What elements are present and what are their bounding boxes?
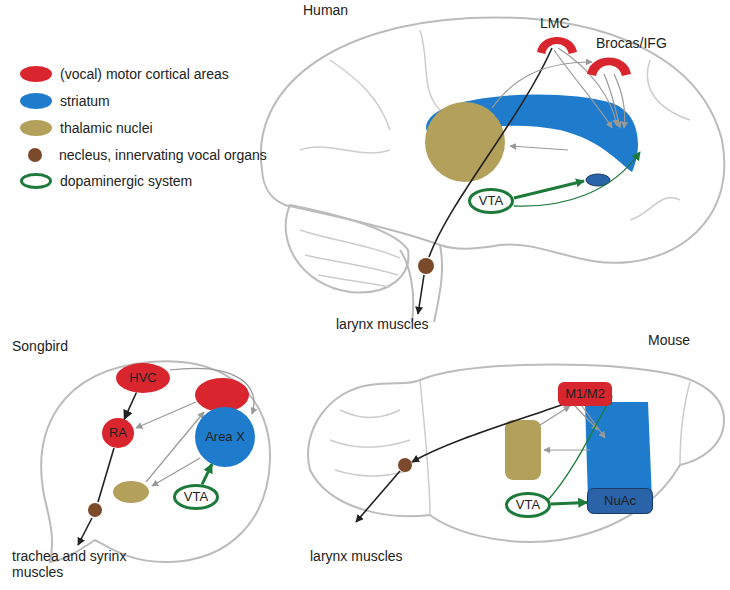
legend-swatch xyxy=(20,93,52,109)
node-label: RA xyxy=(109,426,127,440)
node-ellipse xyxy=(116,363,170,393)
node-ellipse xyxy=(102,418,134,448)
projection-arrow xyxy=(136,402,196,428)
dopamine-projection xyxy=(548,396,612,500)
node-label: LMC xyxy=(540,16,570,30)
node-label: HVC xyxy=(129,371,156,385)
striatal-nucleus: NuAc xyxy=(587,488,653,514)
node-ellipse xyxy=(507,494,550,517)
node-ellipse xyxy=(195,407,255,467)
legend-item: dopaminergic system xyxy=(20,173,192,189)
dopaminergic-nucleus: VTA xyxy=(173,484,219,510)
projection-arrow xyxy=(575,406,598,430)
dopaminergic-nucleus: VTA xyxy=(468,188,514,214)
target-label: larynx muscles xyxy=(310,548,430,564)
motor-projection xyxy=(356,471,400,522)
node-label: Area X xyxy=(205,430,245,444)
legend-label: dopaminergic system xyxy=(60,173,192,189)
legend-label: necleus, innervating vocal organs xyxy=(59,147,267,163)
legend-swatch xyxy=(28,148,42,162)
striatum xyxy=(585,402,652,500)
node-shape xyxy=(536,32,578,54)
thalamus xyxy=(505,420,541,480)
brain-division xyxy=(420,380,690,515)
legend-swatch xyxy=(20,66,52,82)
dopaminergic-nucleus: VTA xyxy=(505,492,551,518)
node-rect xyxy=(558,382,612,406)
node-label: VTA xyxy=(479,194,503,208)
motor-projection xyxy=(418,275,424,314)
cortical-crescent xyxy=(587,58,631,77)
cortical-area: Brocas/IFG xyxy=(586,52,632,76)
node-ellipse xyxy=(470,190,513,213)
legend-item: striatum xyxy=(20,93,110,109)
projection-arrow xyxy=(540,406,570,425)
connector-arrow xyxy=(551,502,587,504)
dopamine-projection xyxy=(514,181,584,198)
projection-arrow xyxy=(582,406,605,438)
connector-arrow xyxy=(202,464,212,484)
sulcus xyxy=(300,30,690,220)
vocal-nucleus xyxy=(418,258,434,274)
cerebellum-folia xyxy=(330,410,410,476)
thalamus xyxy=(425,102,505,182)
projection-arrow xyxy=(492,62,592,108)
cortical-crescent xyxy=(537,37,577,54)
node-ellipse xyxy=(175,486,218,509)
node-rect xyxy=(588,489,653,514)
projection-arrow xyxy=(152,458,200,486)
legend-label: (vocal) motor cortical areas xyxy=(60,66,229,82)
node-label: VTA xyxy=(516,498,540,512)
connector-arrow xyxy=(124,393,136,420)
panel-title: Human xyxy=(303,2,383,18)
projection-arrow xyxy=(146,412,204,482)
node-label: Brocas/IFG xyxy=(596,36,667,50)
projection-arrow xyxy=(614,74,625,128)
motor-projection xyxy=(429,48,552,257)
legend-label: thalamic nuclei xyxy=(60,120,153,136)
brain-outline xyxy=(308,365,724,542)
brain-outline xyxy=(41,361,270,562)
target-label: trachea and syrinx muscles xyxy=(12,548,132,580)
dopamine-projection xyxy=(514,152,640,206)
target-label: larynx muscles xyxy=(336,316,456,332)
cerebellum-outline xyxy=(286,205,409,292)
brainstem-outline xyxy=(400,245,442,322)
striatal-nucleus: Area X xyxy=(195,407,255,467)
node-label: VTA xyxy=(184,490,208,504)
cortical-area xyxy=(195,378,249,412)
cerebellum-folia xyxy=(300,230,400,287)
cortical-area: HVC xyxy=(116,363,170,393)
node-label: M1/M2 xyxy=(565,387,605,401)
projection-arrow xyxy=(170,368,254,414)
panel-title: Mouse xyxy=(648,332,718,348)
legend-item: necleus, innervating vocal organs xyxy=(28,147,267,163)
legend-item: thalamic nuclei xyxy=(20,120,153,136)
vocal-nucleus xyxy=(398,458,412,472)
vocal-nucleus xyxy=(88,503,102,517)
thalamus xyxy=(113,481,149,503)
cortical-area: RA xyxy=(102,418,134,448)
legend-swatch xyxy=(20,173,52,189)
cortical-area: M1/M2 xyxy=(558,382,612,406)
legend-item: (vocal) motor cortical areas xyxy=(20,66,229,82)
motor-projection xyxy=(412,404,564,462)
node-label: NuAc xyxy=(604,494,636,508)
brain-outline xyxy=(261,17,724,262)
panel-title: Songbird xyxy=(12,338,102,354)
motor-projection xyxy=(98,448,114,502)
cortical-area: LMC xyxy=(536,32,578,54)
legend-swatch xyxy=(20,120,52,136)
node-shape xyxy=(586,52,632,76)
projection-arrow xyxy=(510,146,568,150)
legend-label: striatum xyxy=(60,93,110,109)
motor-projection xyxy=(78,518,92,545)
